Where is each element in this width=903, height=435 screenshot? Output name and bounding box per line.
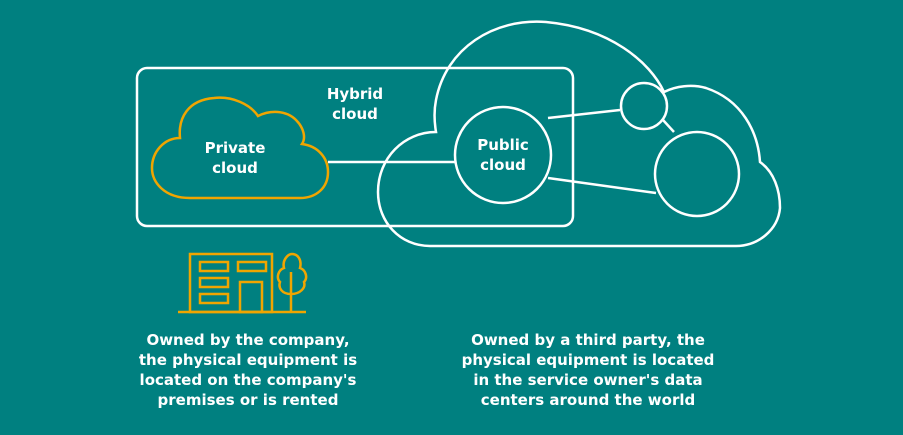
public-desc-line-1: Owned by a third party, the (471, 331, 705, 349)
data-center-circle-small (619, 81, 669, 131)
public-cloud-shape (376, 20, 782, 248)
public-cloud-description: Owned by a third party, the physical equ… (438, 330, 738, 410)
hybrid-cloud-label-line-1: Hybrid (326, 85, 384, 103)
public-cloud-label-line-2: cloud (480, 156, 526, 174)
hybrid-cloud-label-line-2: cloud (332, 105, 378, 123)
connector-small-large (662, 119, 675, 133)
connector-public-large (547, 176, 657, 195)
private-desc-line-4: premises or is rented (157, 391, 339, 409)
private-desc-line-1: Owned by the company, (146, 331, 350, 349)
private-cloud-description: Owned by the company, the physical equip… (118, 330, 378, 410)
public-desc-line-4: centers around the world (480, 391, 696, 409)
hybrid-cloud-label: Hybrid cloud (300, 84, 410, 124)
public-cloud-circle (453, 105, 553, 205)
private-cloud-shape (150, 96, 330, 200)
tree-icon (276, 252, 308, 312)
private-cloud-label-line-2: cloud (212, 159, 258, 177)
private-desc-line-2: the physical equipment is (138, 351, 358, 369)
private-cloud-label-line-1: Private (204, 139, 266, 157)
public-desc-line-2: physical equipment is located (461, 351, 715, 369)
hybrid-cloud-box (135, 66, 575, 228)
connector-public-small (547, 108, 621, 120)
public-desc-line-3: in the service owner's data (473, 371, 703, 389)
building-icon (178, 252, 306, 314)
private-desc-line-3: located on the company's (139, 371, 357, 389)
data-center-circle-large (653, 130, 741, 218)
public-cloud-label-line-1: Public (477, 136, 529, 154)
private-cloud-label: Private cloud (180, 138, 290, 178)
public-cloud-label: Public cloud (453, 135, 553, 175)
